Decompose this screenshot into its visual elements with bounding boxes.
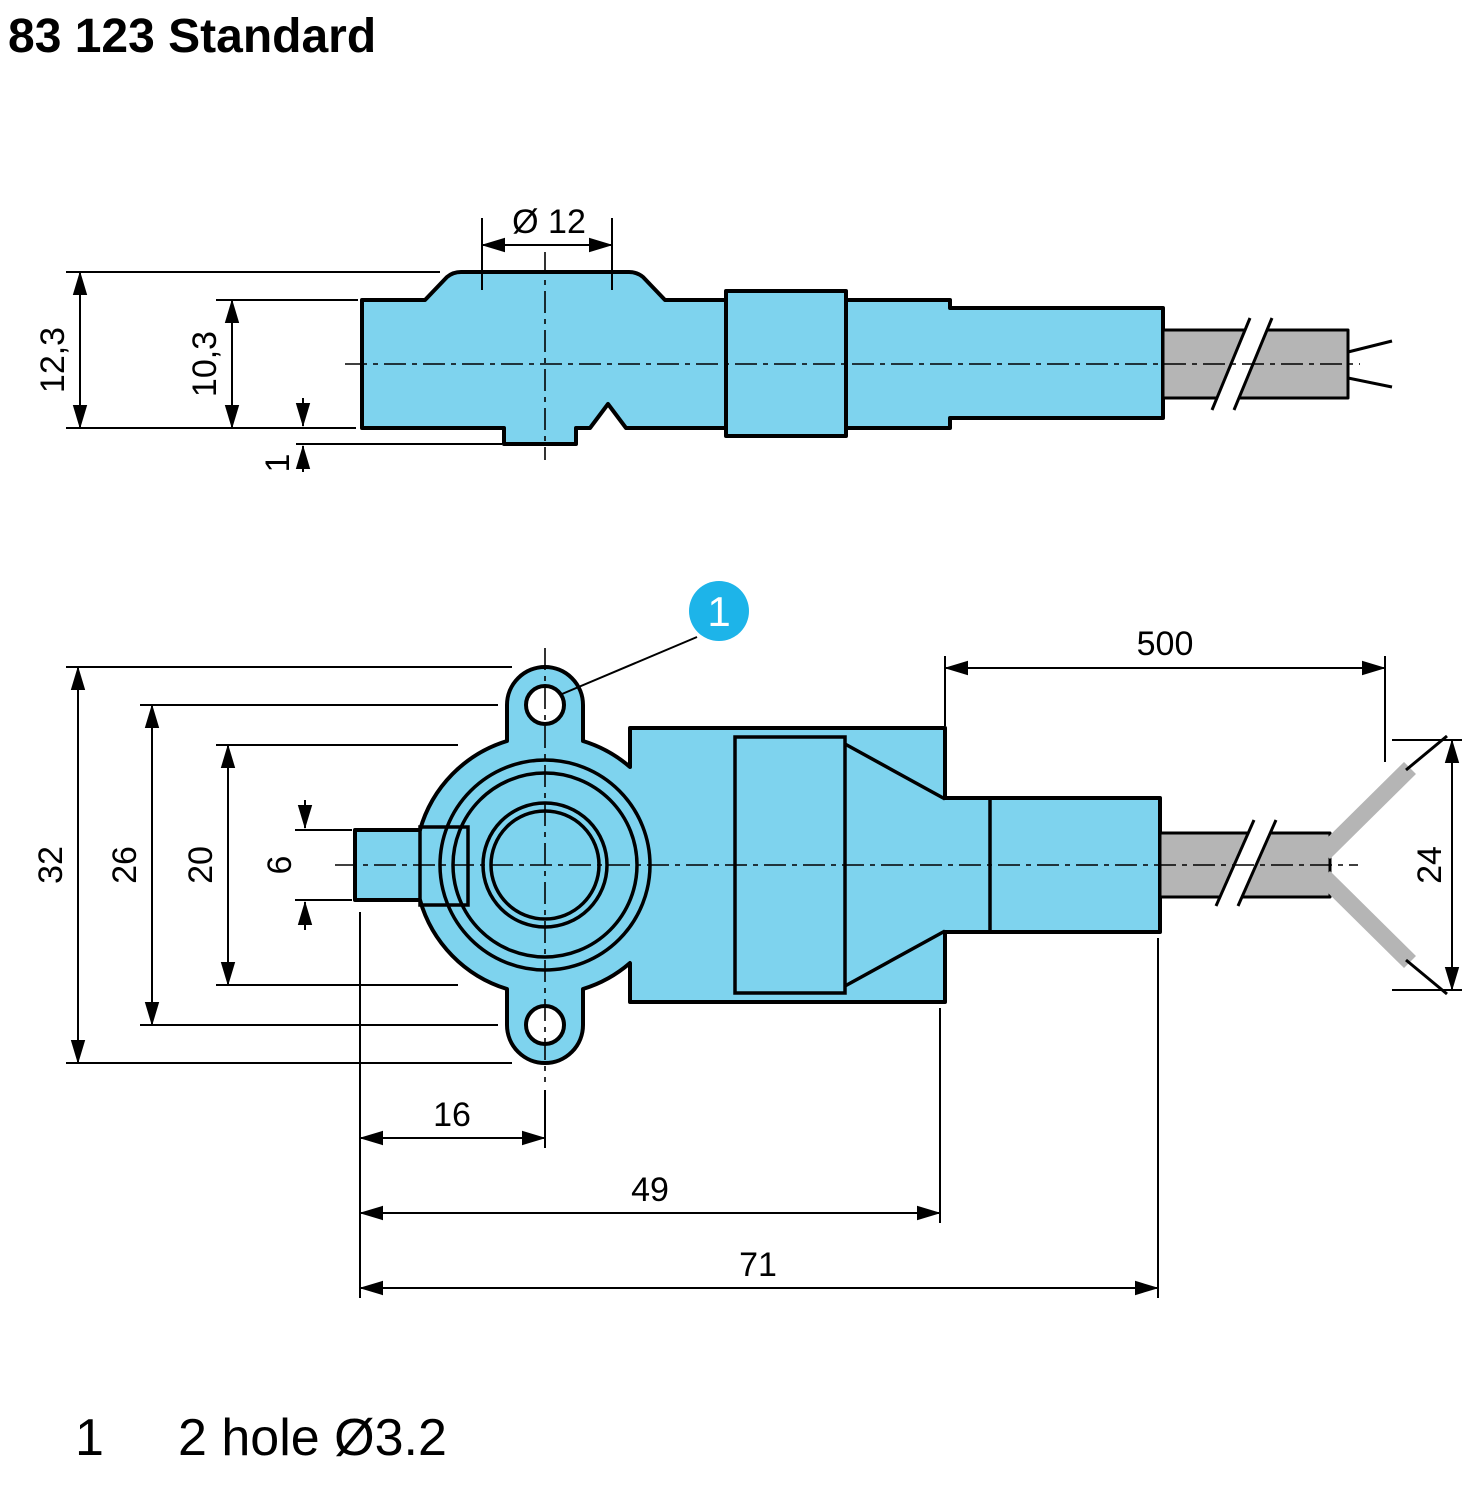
- callout-1-label: 1: [707, 588, 730, 635]
- dim-width-20: 20: [182, 744, 458, 986]
- wire-side-lower: [1347, 376, 1393, 389]
- dim-total-height-12-3: 12,3: [34, 271, 440, 429]
- dimension-label: 32: [32, 846, 70, 884]
- cable-break-line: [1214, 819, 1256, 907]
- legend-text: 2 hole Ø3.2: [178, 1409, 447, 1467]
- dim-cable-500: 500: [944, 625, 1386, 762]
- callout-leader-line: [561, 636, 698, 695]
- taper-line: [844, 742, 946, 801]
- dim-wire-spread-24: 24: [1392, 739, 1462, 991]
- top-view: 1 500 32 26 20: [32, 581, 1462, 1298]
- dim-length-16: 16: [359, 912, 546, 1298]
- dim-width-32: 32: [32, 666, 512, 1064]
- dimension-label: 20: [182, 846, 220, 884]
- dim-lip-1: 1: [259, 398, 502, 472]
- taper-line: [844, 929, 946, 988]
- dim-hole-spacing-26: 26: [106, 704, 498, 1026]
- dim-diameter-12: Ø 12: [481, 203, 613, 290]
- callout-1: 1: [561, 581, 749, 695]
- callout-1-marker: [689, 581, 749, 641]
- dimension-label: 16: [433, 1096, 471, 1134]
- side-view: Ø 12 12,3 10,3 1: [34, 203, 1393, 472]
- dimension-label: 1: [259, 454, 297, 473]
- dimension-label: 71: [739, 1246, 777, 1284]
- cable-break-gap: [1216, 820, 1276, 906]
- dimension-label: Ø 12: [512, 203, 586, 241]
- dim-plunger-6: 6: [261, 800, 352, 930]
- dimension-label: 26: [106, 846, 144, 884]
- wire-upper: [1318, 761, 1416, 860]
- legend: 1 2 hole Ø3.2: [75, 1409, 447, 1467]
- dim-length-71: 71: [359, 938, 1159, 1298]
- dimension-label: 500: [1137, 625, 1194, 663]
- dimension-label: 10,3: [186, 331, 224, 397]
- dimension-label: 49: [631, 1171, 669, 1209]
- plunger-guide: [418, 825, 470, 907]
- wire-tip-lower: [1405, 958, 1448, 996]
- dimension-label: 24: [1411, 846, 1449, 884]
- dimension-label: 6: [261, 856, 299, 875]
- cable-break-line: [1236, 819, 1278, 907]
- wire-tip-upper: [1405, 734, 1448, 772]
- wire-side-upper: [1347, 339, 1393, 354]
- dim-length-49: 49: [359, 1008, 941, 1223]
- legend-marker: 1: [75, 1409, 104, 1467]
- wire-lower: [1318, 870, 1416, 969]
- page-title: 83 123 Standard: [8, 10, 376, 63]
- dimension-label: 12,3: [34, 327, 72, 393]
- dim-body-height-10-3: 10,3: [186, 299, 358, 429]
